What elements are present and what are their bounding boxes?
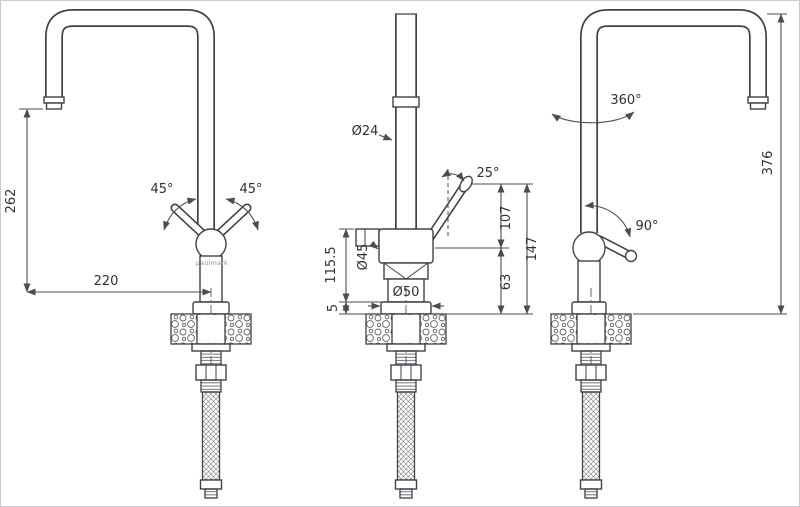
- mount-assembly-center: [365, 287, 447, 499]
- handle-rotation-arc-left: [163, 197, 197, 231]
- view-left-side: paulmark 262 220 45° 45°: [4, 9, 263, 499]
- mixer-ball: [572, 231, 606, 265]
- dim-107-label: 107: [499, 206, 514, 231]
- angle-45-left-label: 45°: [150, 182, 173, 197]
- body-right-view: [571, 231, 607, 315]
- dimensions-left-view: 262 220 45° 45°: [4, 108, 263, 296]
- dim-63-label: 63: [499, 274, 514, 291]
- side-nozzle: [355, 228, 380, 247]
- spout-front-view: [392, 13, 420, 231]
- dim-115-label: 115.5: [324, 246, 339, 283]
- handle-knob: [624, 249, 638, 263]
- dim-220-label: 220: [94, 274, 119, 289]
- spout-joint-ring: [392, 96, 420, 108]
- handle-rotation-arc-right: [225, 197, 259, 231]
- angle-360-label: 360°: [610, 93, 641, 108]
- body-front-view: [355, 228, 434, 315]
- dim-262-label: 262: [4, 189, 19, 214]
- mixer-ball: [195, 228, 227, 260]
- mount-assembly-left: [170, 287, 252, 499]
- handle-front-view: [422, 175, 473, 247]
- dimensions-right-view: 360° 90° 376: [551, 13, 787, 315]
- handle-swing-arc: [584, 201, 632, 238]
- brand-logo: paulmark: [196, 260, 228, 267]
- angle-25-label: 25°: [476, 166, 499, 181]
- angle-45-right-label: 45°: [239, 182, 262, 197]
- view-right-side: 360° 90° 376: [550, 9, 787, 499]
- aerator: [43, 96, 65, 104]
- dim-o50-label: Ø50: [393, 285, 420, 300]
- view-front: Ø24 25° 115.5 Ø45 5 Ø50 107 63 147: [324, 13, 540, 499]
- base-flange: [571, 301, 607, 315]
- dim-147-label: 147: [525, 237, 540, 262]
- spout-right-view: [580, 9, 769, 233]
- dim-376-label: 376: [761, 151, 776, 176]
- spout-left-view: [43, 9, 215, 233]
- aerator: [747, 96, 769, 104]
- swivel-arc: [551, 111, 635, 124]
- dimensions-front-view: Ø24 25° 115.5 Ø45 5 Ø50 107 63 147: [324, 124, 540, 315]
- handle-tilt-arc: [441, 169, 465, 182]
- dim-o45-label: Ø45: [356, 244, 371, 271]
- mount-assembly-right: [550, 287, 632, 499]
- dim-o24-label: Ø24: [352, 124, 379, 139]
- handle-right-view: [595, 235, 638, 263]
- dim-5-label: 5: [326, 304, 341, 312]
- angle-90-label: 90°: [635, 219, 658, 234]
